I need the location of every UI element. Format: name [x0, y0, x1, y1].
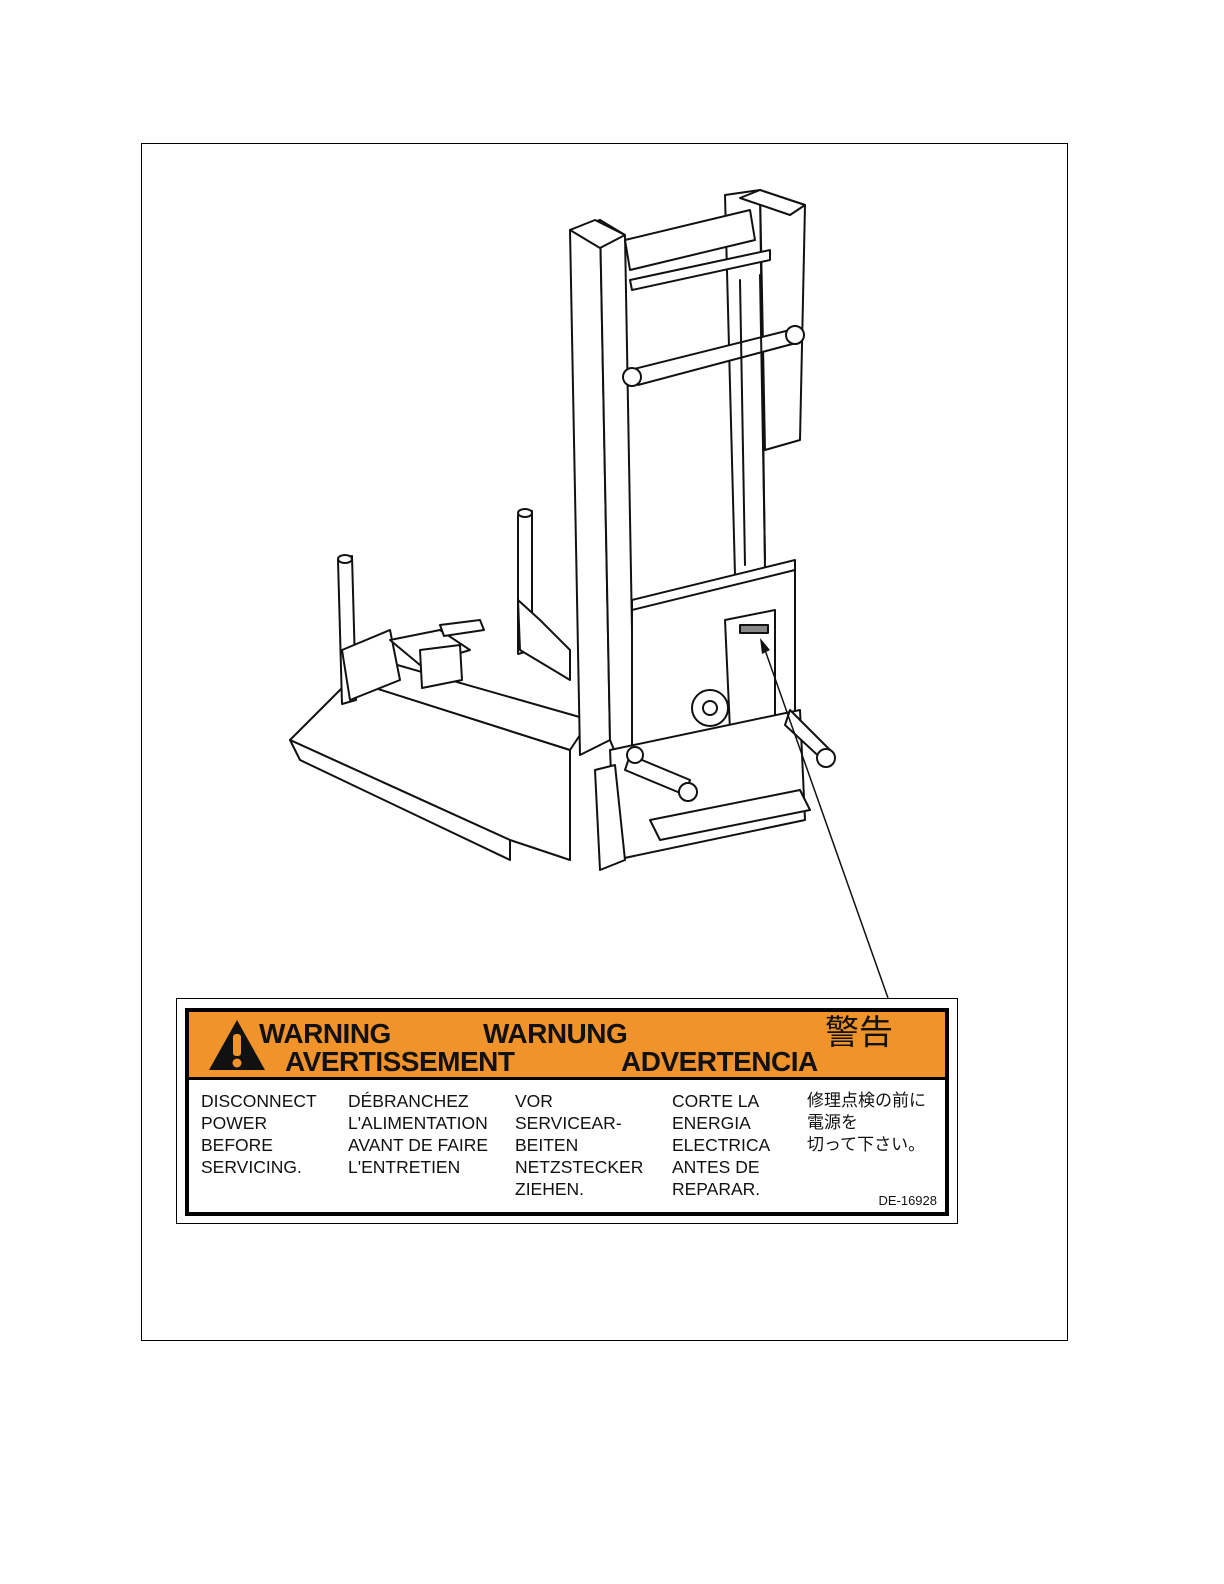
text-line: SERVICING.	[201, 1156, 317, 1178]
text-line: VOR	[515, 1090, 643, 1112]
text-column-french: DÉBRANCHEZ L'ALIMENTATION AVANT DE FAIRE…	[348, 1090, 488, 1178]
warning-banner: WARNING WARNUNG 警告 AVERTISSEMENT ADVERTE…	[189, 1012, 945, 1080]
warning-label: WARNING WARNUNG 警告 AVERTISSEMENT ADVERTE…	[185, 1008, 949, 1216]
text-column-english: DISCONNECT POWER BEFORE SERVICING.	[201, 1090, 317, 1178]
text-line: ANTES DE	[672, 1156, 770, 1178]
text-line: L'ALIMENTATION	[348, 1112, 488, 1134]
text-line: NETZSTECKER	[515, 1156, 643, 1178]
text-line: DÉBRANCHEZ	[348, 1090, 488, 1112]
text-line: REPARAR.	[672, 1178, 770, 1200]
text-column-japanese: 修理点検の前に 電源を 切って下さい。	[807, 1090, 926, 1156]
label-part-code: DE-16928	[878, 1193, 937, 1208]
text-line: SERVICEAR-	[515, 1112, 643, 1134]
text-line: BEFORE	[201, 1134, 317, 1156]
header-german: WARNUNG	[483, 1020, 627, 1048]
header-spanish: ADVERTENCIA	[621, 1048, 818, 1076]
header-english: WARNING	[259, 1020, 391, 1048]
text-line: L'ENTRETIEN	[348, 1156, 488, 1178]
text-column-german: VOR SERVICEAR- BEITEN NETZSTECKER ZIEHEN…	[515, 1090, 643, 1200]
text-line: 切って下さい。	[807, 1134, 926, 1156]
text-line: DISCONNECT	[201, 1090, 317, 1112]
text-line: ZIEHEN.	[515, 1178, 643, 1200]
text-line: ELECTRICA	[672, 1134, 770, 1156]
text-line: ENERGIA	[672, 1112, 770, 1134]
warning-triangle-icon	[207, 1018, 267, 1072]
text-line: 修理点検の前に	[807, 1090, 926, 1112]
text-column-spanish: CORTE LA ENERGIA ELECTRICA ANTES DE REPA…	[672, 1090, 770, 1200]
text-line: BEITEN	[515, 1134, 643, 1156]
text-line: 電源を	[807, 1112, 926, 1134]
text-line: POWER	[201, 1112, 317, 1134]
text-line: AVANT DE FAIRE	[348, 1134, 488, 1156]
header-japanese: 警告	[825, 1016, 893, 1050]
text-line: CORTE LA	[672, 1090, 770, 1112]
header-french: AVERTISSEMENT	[285, 1048, 514, 1076]
machine-illustration	[270, 180, 910, 1010]
